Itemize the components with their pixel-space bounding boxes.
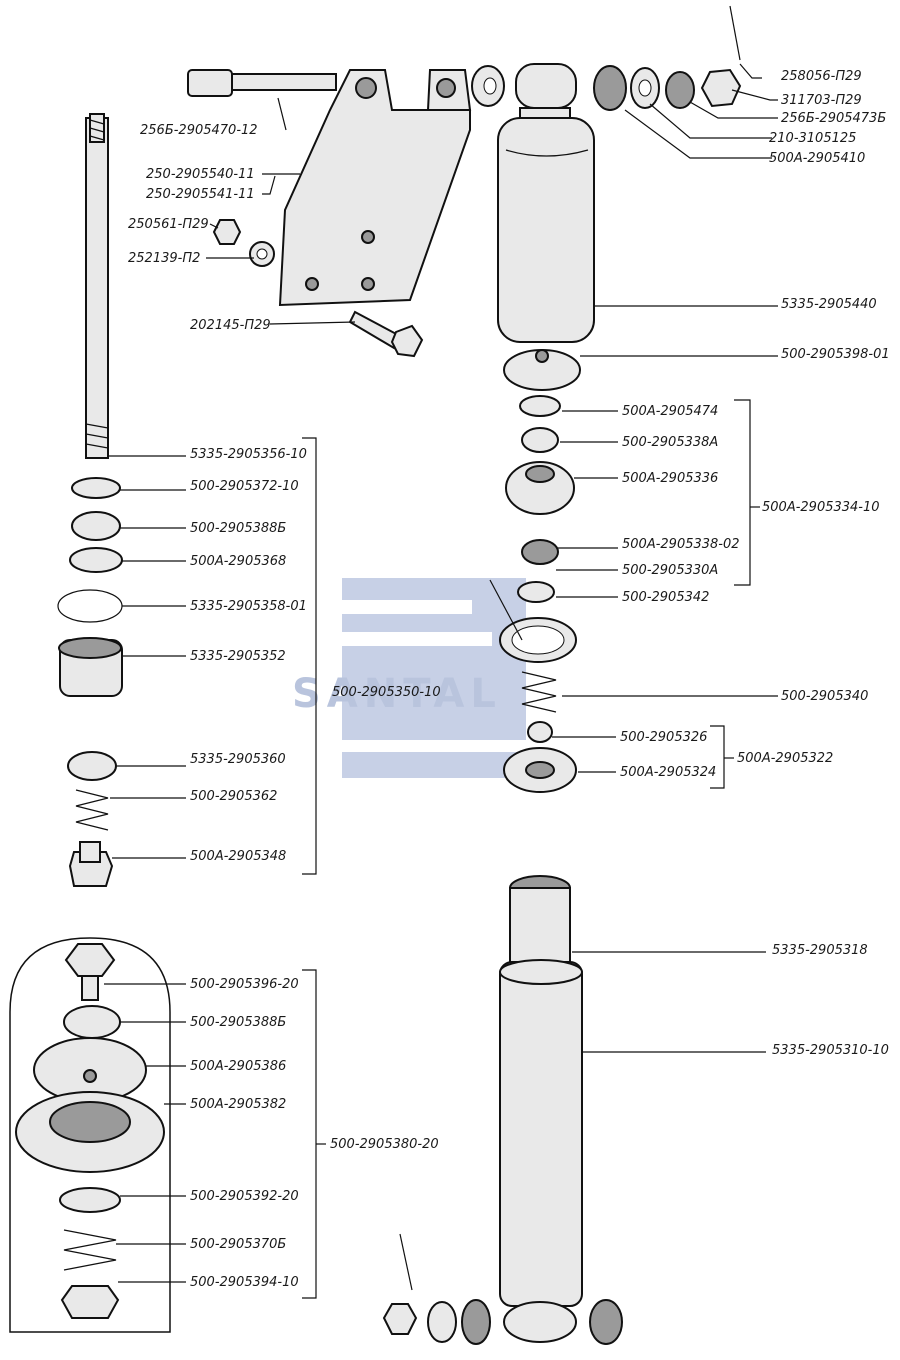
bottom-valve-group <box>9 937 171 1333</box>
label-500a-2905338-02: 500А-2905338-02 <box>622 537 740 552</box>
label-500a-2905386: 500А-2905386 <box>190 1059 286 1074</box>
label-5335-2905356-10: 5335-2905356-10 <box>190 447 307 462</box>
label-500-2905372-10: 500-2905372-10 <box>190 479 299 494</box>
bolt-short-part <box>348 310 424 358</box>
label-250-2905541-11: 250-2905541-11 <box>146 187 255 202</box>
part-labels: 258056-П29 311703-П29 256Б-2905473Б 210-… <box>128 69 890 1290</box>
label-500a-2905348: 500А-2905348 <box>190 849 286 864</box>
label-5335-2905318: 5335-2905318 <box>772 943 868 958</box>
label-500-2905394-10: 500-2905394-10 <box>190 1275 299 1290</box>
valve-stack-upper-part <box>499 395 577 663</box>
label-256b-2905473b: 256Б-2905473Б <box>781 111 886 126</box>
bracket-part <box>278 69 472 307</box>
label-5335-2905358-01: 5335-2905358-01 <box>190 599 307 614</box>
label-202145-p29: 202145-П29 <box>190 318 271 333</box>
leader-lines <box>104 63 778 1299</box>
label-500-2905340: 500-2905340 <box>781 689 868 704</box>
valve-stack-lower-part <box>503 721 577 793</box>
label-500a-2905382: 500А-2905382 <box>190 1097 286 1112</box>
label-500a-2905474: 500А-2905474 <box>622 404 718 419</box>
label-500-2905370b: 500-2905370Б <box>190 1237 286 1252</box>
rod-components-part <box>57 477 123 887</box>
label-500-2905396-20: 500-2905396-20 <box>190 977 299 992</box>
label-500a-2905324: 500А-2905324 <box>620 765 716 780</box>
label-500a-2905368: 500А-2905368 <box>190 554 286 569</box>
label-250561-p29: 250561-П29 <box>128 217 209 232</box>
label-500-2905342: 500-2905342 <box>622 590 709 605</box>
label-500-2905380-20: 500-2905380-20 <box>330 1137 439 1152</box>
label-256b-2905470-12: 256Б-2905470-12 <box>140 123 258 138</box>
label-500a-2905336: 500А-2905336 <box>622 471 718 486</box>
label-500a-2905410: 500А-2905410 <box>769 151 865 166</box>
label-500-2905392-20: 500-2905392-20 <box>190 1189 299 1204</box>
nut-small-part <box>212 219 242 245</box>
upper-cylinder-part <box>497 63 595 391</box>
lower-eye-bushings-part <box>382 1233 623 1345</box>
watermark-text: SANTAL <box>292 671 502 717</box>
bolt-long-part <box>187 69 337 97</box>
label-500-2905398-01: 500-2905398-01 <box>781 347 890 362</box>
label-258056-p29: 258056-П29 <box>781 69 862 84</box>
label-500-2905362: 500-2905362 <box>190 789 277 804</box>
label-500-2905330a: 500-2905330А <box>622 563 718 578</box>
label-5335-2905310-10: 5335-2905310-10 <box>772 1043 889 1058</box>
label-500-2905388b: 500-2905388Б <box>190 521 286 536</box>
top-eye-bushings-part <box>471 5 742 111</box>
label-210-3105125: 210-3105125 <box>769 131 856 146</box>
label-500a-2905334-10: 500А-2905334-10 <box>762 500 880 515</box>
watermark-logo: SANTAL <box>292 578 526 778</box>
label-5335-2905440: 5335-2905440 <box>781 297 877 312</box>
label-5335-2905352: 5335-2905352 <box>190 649 286 664</box>
label-250-2905540-11: 250-2905540-11 <box>146 167 255 182</box>
outer-cylinder-part <box>499 959 583 1307</box>
label-500-2905350-10: 500-2905350-10 <box>332 685 441 700</box>
label-500-2905326: 500-2905326 <box>620 730 707 745</box>
label-252139-p2: 252139-П2 <box>128 251 200 266</box>
valve-spring-part <box>521 671 557 713</box>
piston-rod-part <box>85 113 109 459</box>
label-500-2905338a: 500-2905338А <box>622 435 718 450</box>
label-311703-p29: 311703-П29 <box>781 93 862 108</box>
label-500a-2905322: 500А-2905322 <box>737 751 833 766</box>
label-5335-2905360: 5335-2905360 <box>190 752 286 767</box>
washer-spring-part <box>249 241 275 267</box>
label-500-2905388b-bottom: 500-2905388Б <box>190 1015 286 1030</box>
